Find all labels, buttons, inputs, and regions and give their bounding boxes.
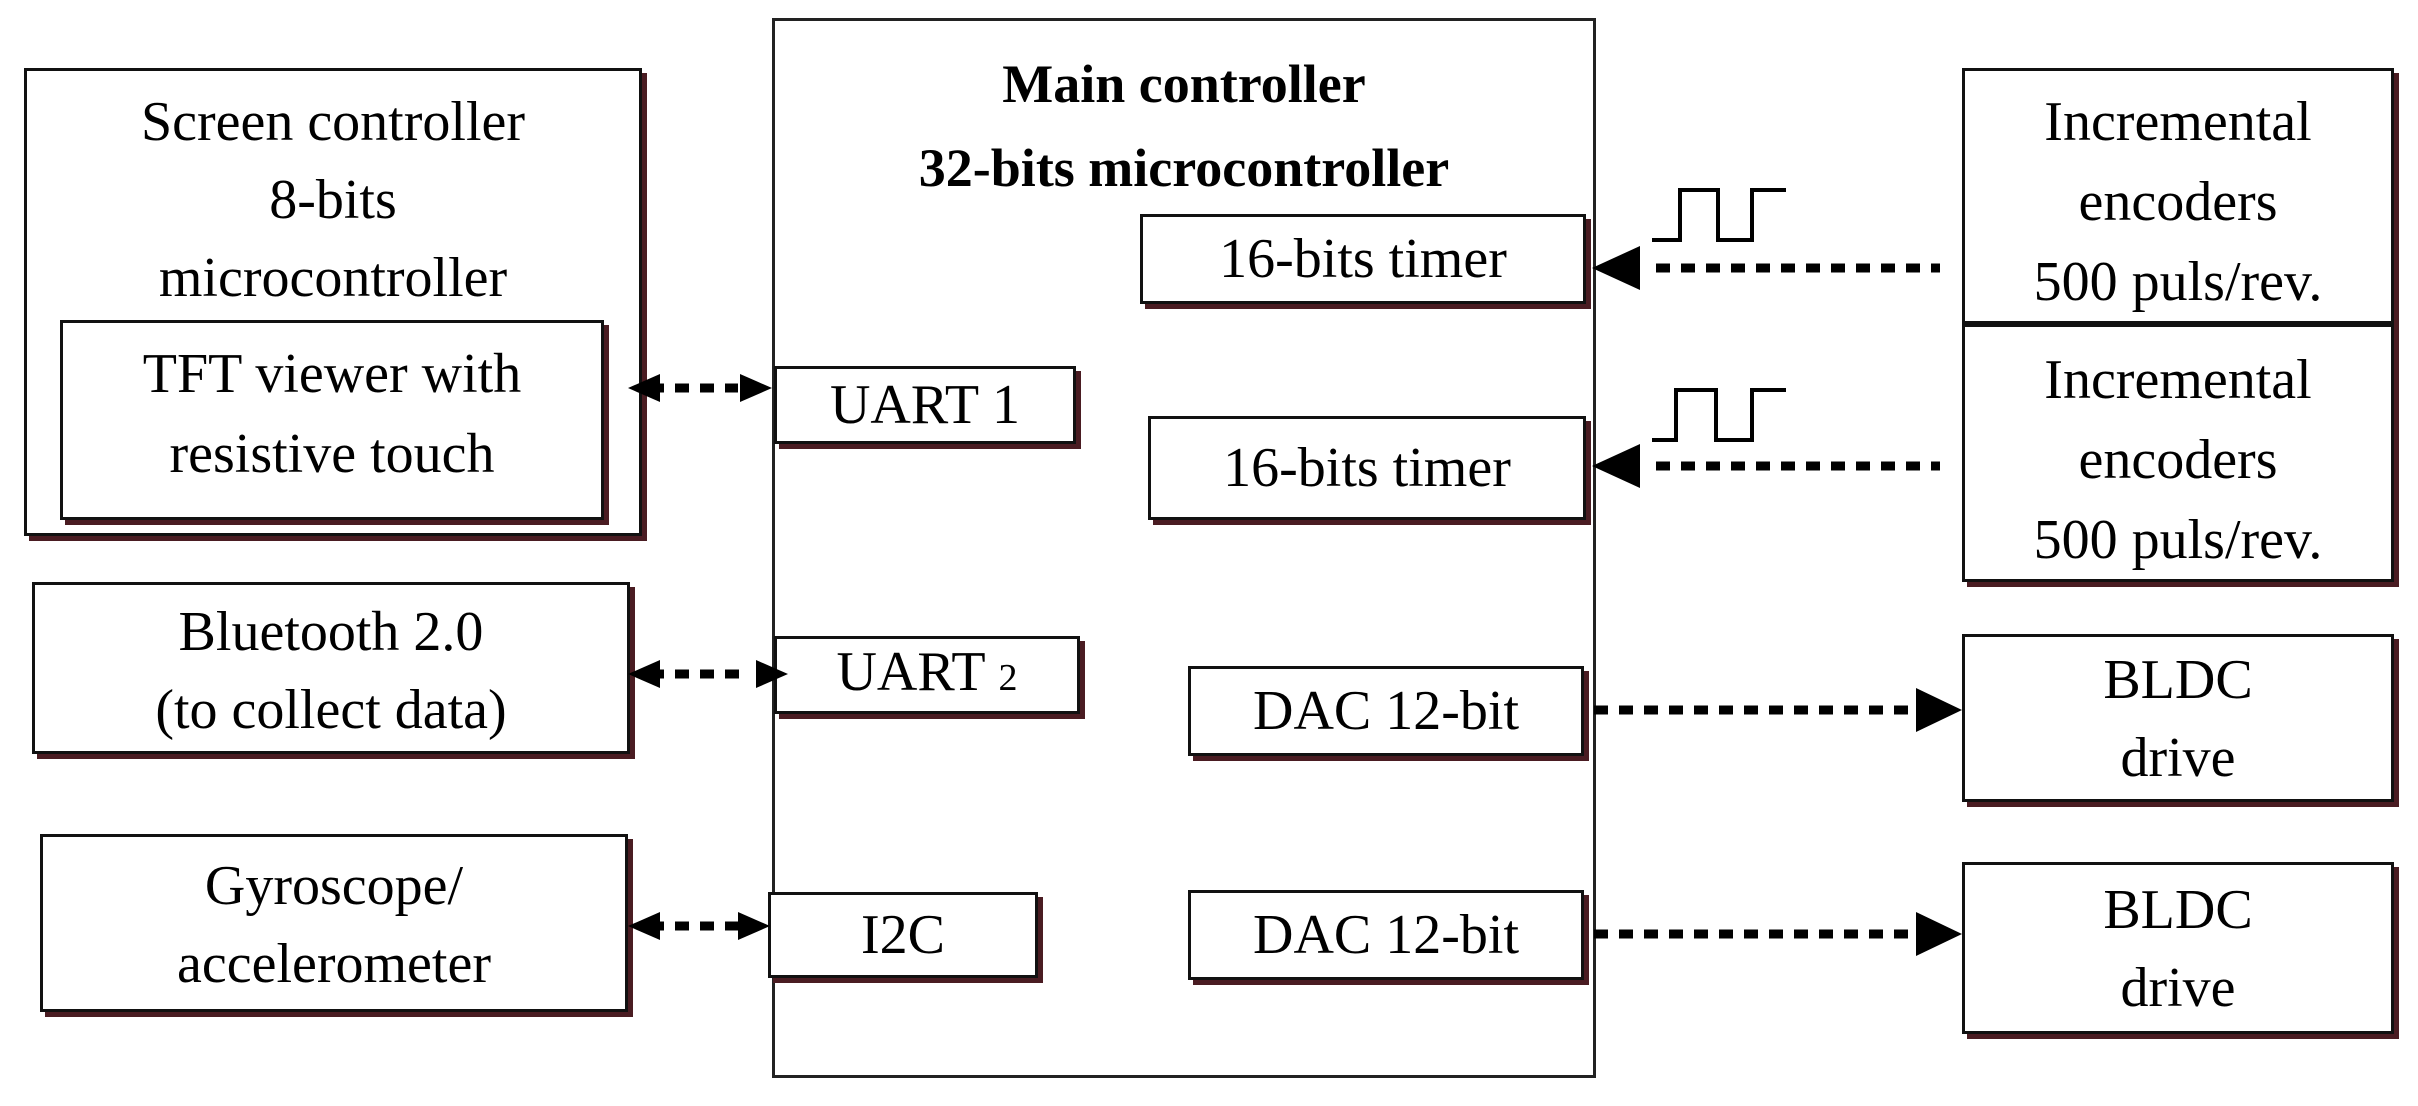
gyroscope-label-1: Gyroscope/ (204, 855, 464, 917)
uart1-arrowhead-right (740, 374, 772, 402)
encoder1-label-3: 500 puls/rev. (2033, 251, 2323, 313)
main-controller-box (772, 18, 1596, 1078)
bluetooth-label-2: (to collect data) (155, 679, 507, 741)
bldc1-label-1: BLDC (2103, 649, 2253, 711)
bldc1-arrowhead (1916, 688, 1962, 732)
i2c-arrowhead-right (738, 912, 770, 940)
uart2-label-base: UART (836, 641, 985, 703)
bldc2-label-2: drive (2120, 957, 2236, 1019)
timer2-arrowhead (1592, 444, 1640, 488)
bluetooth-label-1: Bluetooth 2.0 (178, 601, 484, 663)
bldc2-arrowhead (1916, 912, 1962, 956)
uart2-label: UART 2 (777, 633, 1077, 717)
screen-controller-label-2: 8-bits (269, 169, 397, 231)
timer2-box: 16-bits timer (1148, 416, 1586, 520)
dac2-label: DAC 12-bit (1253, 904, 1519, 966)
timer1-box: 16-bits timer (1140, 214, 1586, 304)
screen-controller-label-1: Screen controller (140, 91, 526, 153)
gyroscope-arrowhead-left (628, 912, 660, 940)
bldc1-box: BLDC drive (1962, 634, 2394, 802)
bluetooth-box: Bluetooth 2.0 (to collect data) (32, 582, 630, 754)
i2c-box: I2C (768, 892, 1038, 978)
encoder1-label-2: encoders (2078, 171, 2278, 233)
timer2-label: 16-bits timer (1223, 437, 1511, 499)
bldc2-label-1: BLDC (2103, 879, 2253, 941)
tft-arrowhead-left (628, 374, 660, 402)
encoder2-box: Incremental encoders 500 puls/rev. (1962, 324, 2394, 582)
pulse-icon-top (1652, 188, 1786, 242)
gyroscope-label-2: accelerometer (177, 933, 491, 995)
bluetooth-arrowhead-left (628, 660, 660, 688)
i2c-label: I2C (861, 904, 945, 966)
main-controller-title: Main controller (1002, 54, 1366, 114)
tft-viewer-box: TFT viewer with resistive touch (60, 320, 604, 520)
encoder2-label-3: 500 puls/rev. (2033, 509, 2323, 571)
timer1-arrowhead (1592, 246, 1640, 290)
main-controller-subtitle: 32-bits microcontroller (918, 138, 1450, 198)
dac2-box: DAC 12-bit (1188, 890, 1584, 980)
encoder2-label-1: Incremental (2044, 349, 2312, 411)
timer1-label: 16-bits timer (1219, 228, 1507, 290)
bldc1-label-2: drive (2120, 727, 2236, 789)
dac1-label: DAC 12-bit (1253, 680, 1519, 742)
encoder2-label-2: encoders (2078, 429, 2278, 491)
uart2-label-index: 2 (998, 657, 1018, 699)
tft-viewer-label-2: resistive touch (169, 423, 495, 485)
uart2-arrowhead-right (756, 660, 788, 688)
screen-controller-label-3: microcontroller (158, 247, 508, 309)
bldc2-box: BLDC drive (1962, 862, 2394, 1034)
pulse-icon-bottom (1652, 388, 1786, 442)
tft-viewer-label-1: TFT viewer with (142, 343, 522, 405)
uart2-box: UART 2 (774, 636, 1080, 714)
dac1-box: DAC 12-bit (1188, 666, 1584, 756)
encoder1-box: Incremental encoders 500 puls/rev. (1962, 68, 2394, 324)
uart1-label: UART 1 (829, 374, 1021, 436)
gyroscope-box: Gyroscope/ accelerometer (40, 834, 628, 1012)
uart1-box: UART 1 (774, 366, 1076, 444)
encoder1-label-1: Incremental (2044, 91, 2312, 153)
